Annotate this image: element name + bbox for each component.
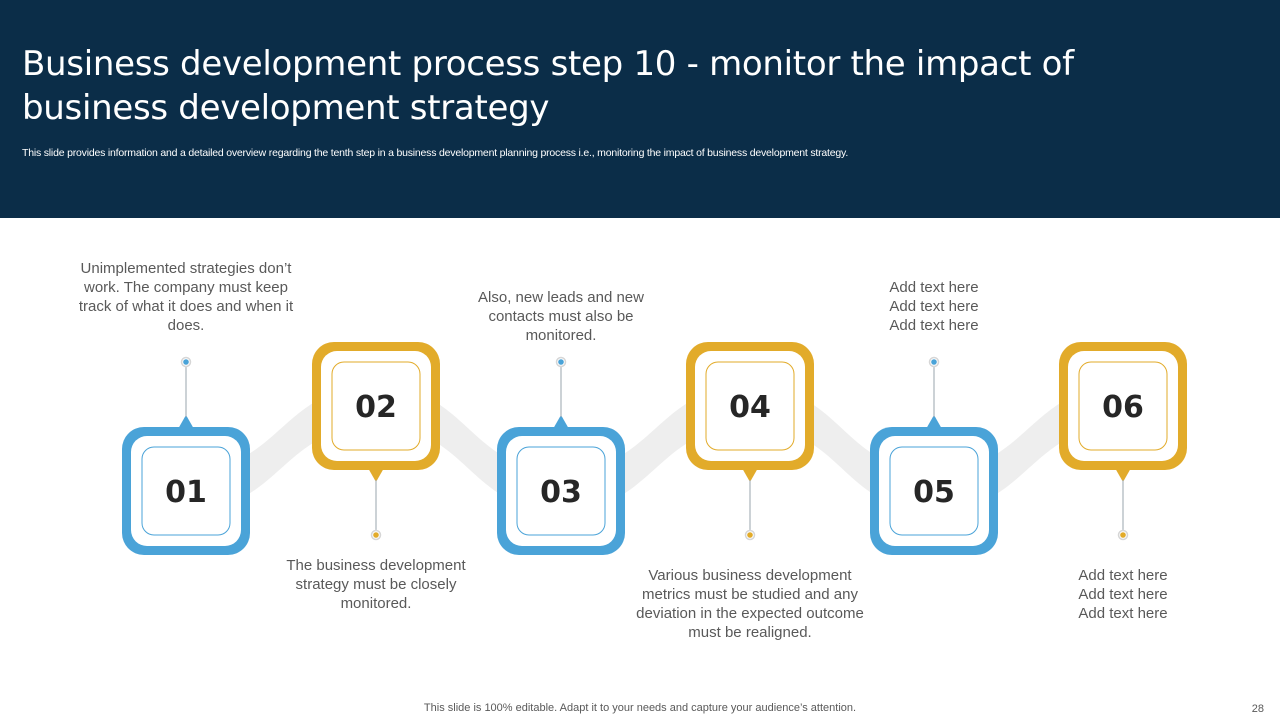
step-dot-core xyxy=(558,359,564,365)
step-02: 02 xyxy=(312,342,440,541)
step-pointer xyxy=(1115,468,1131,482)
step-number: 03 xyxy=(540,475,582,510)
page-number: 28 xyxy=(1251,703,1264,715)
step-pointer xyxy=(926,415,942,429)
step-note-04: Various business development metrics mus… xyxy=(636,567,864,641)
step-03: 03 xyxy=(497,356,625,555)
step-dot-core xyxy=(1120,532,1126,538)
step-04: 04 xyxy=(686,342,814,541)
footer-note: This slide is 100% editable. Adapt it to… xyxy=(423,702,857,714)
step-box-inner xyxy=(1078,361,1168,451)
step-dot-core xyxy=(747,532,753,538)
step-dot-core xyxy=(183,359,189,365)
step-05: 05 xyxy=(870,356,998,555)
step-note-03: Also, new leads and new contacts must al… xyxy=(478,289,644,344)
step-06: 06 xyxy=(1059,342,1187,541)
header-banner: Business development process step 10 - m… xyxy=(0,0,1280,218)
step-pointer xyxy=(742,468,758,482)
step-number: 01 xyxy=(165,475,207,510)
step-box-inner xyxy=(516,446,606,536)
step-box-inner xyxy=(889,446,979,536)
step-number: 02 xyxy=(355,390,397,425)
step-pointer xyxy=(178,415,194,429)
step-01: 01 xyxy=(122,356,250,555)
step-number: 05 xyxy=(913,475,955,510)
step-box-inner xyxy=(141,446,231,536)
slide-title: Business development process step 10 - m… xyxy=(22,44,1074,128)
step-note-01: Unimplemented strategies don’t work. The… xyxy=(78,260,294,334)
step-dot-core xyxy=(373,532,379,538)
step-dot-core xyxy=(931,359,937,365)
step-pointer xyxy=(368,468,384,482)
step-note-02: The business development strategy must b… xyxy=(286,557,466,612)
step-box-inner xyxy=(331,361,421,451)
step-box-inner xyxy=(705,361,795,451)
step-number: 06 xyxy=(1102,390,1144,425)
slide-subtitle: This slide provides information and a de… xyxy=(22,147,849,159)
step-number: 04 xyxy=(729,390,771,425)
step-pointer xyxy=(553,415,569,429)
